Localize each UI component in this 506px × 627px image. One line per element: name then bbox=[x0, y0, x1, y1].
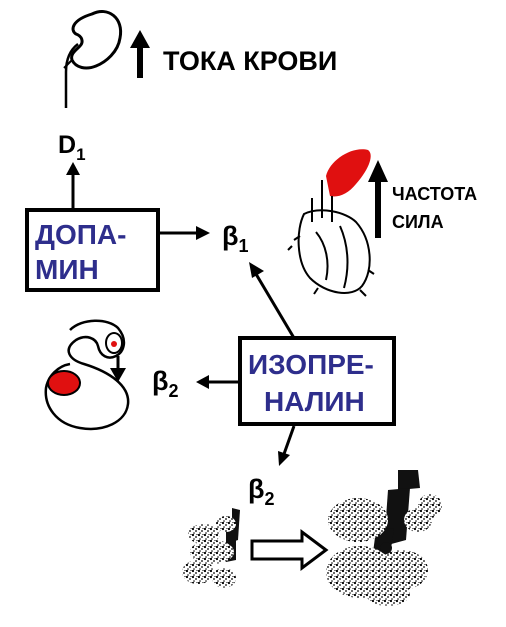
isoprenaline-label-line2: НАЛИН bbox=[264, 386, 365, 417]
arrow-isoprenaline-to-beta2-bottom bbox=[278, 425, 296, 466]
dopamine-box: ДОПА- МИН bbox=[25, 208, 160, 292]
heart-icon bbox=[287, 149, 375, 297]
dopamine-label-line1: ДОПА- bbox=[35, 219, 126, 250]
bronchi-dilated-icon bbox=[326, 470, 442, 606]
arrow-dopamine-to-d1 bbox=[66, 162, 80, 210]
isoprenaline-box: ИЗОПРЕ- НАЛИН bbox=[238, 336, 396, 426]
dopamine-label-line2: МИН bbox=[35, 254, 99, 285]
heart-effect-force: СИЛА bbox=[392, 212, 444, 232]
heart-up-arrow-icon bbox=[368, 160, 388, 238]
isoprenaline-label-line1: ИЗОПРЕ- bbox=[248, 349, 374, 380]
kidney-icon bbox=[63, 10, 123, 108]
arrow-isoprenaline-to-beta2-left bbox=[196, 375, 240, 389]
transition-arrow-icon bbox=[250, 529, 329, 571]
kidney-effect-label: ТОКА КРОВИ bbox=[163, 46, 337, 76]
bronchi-constricted-icon bbox=[182, 508, 240, 588]
arrow-isoprenaline-to-beta1 bbox=[249, 262, 296, 339]
receptor-beta2-bottom-label: β2 bbox=[248, 474, 275, 509]
uterus-icon bbox=[44, 319, 130, 431]
up-arrow-icon bbox=[130, 30, 150, 78]
heart-effect-rate: ЧАСТОТА bbox=[392, 184, 477, 204]
receptor-d1-label: D1 bbox=[58, 131, 86, 164]
arrow-dopamine-to-beta1 bbox=[158, 226, 210, 240]
receptor-beta1-label: β1 bbox=[222, 221, 249, 256]
receptor-beta2-left-label: β2 bbox=[152, 366, 179, 401]
